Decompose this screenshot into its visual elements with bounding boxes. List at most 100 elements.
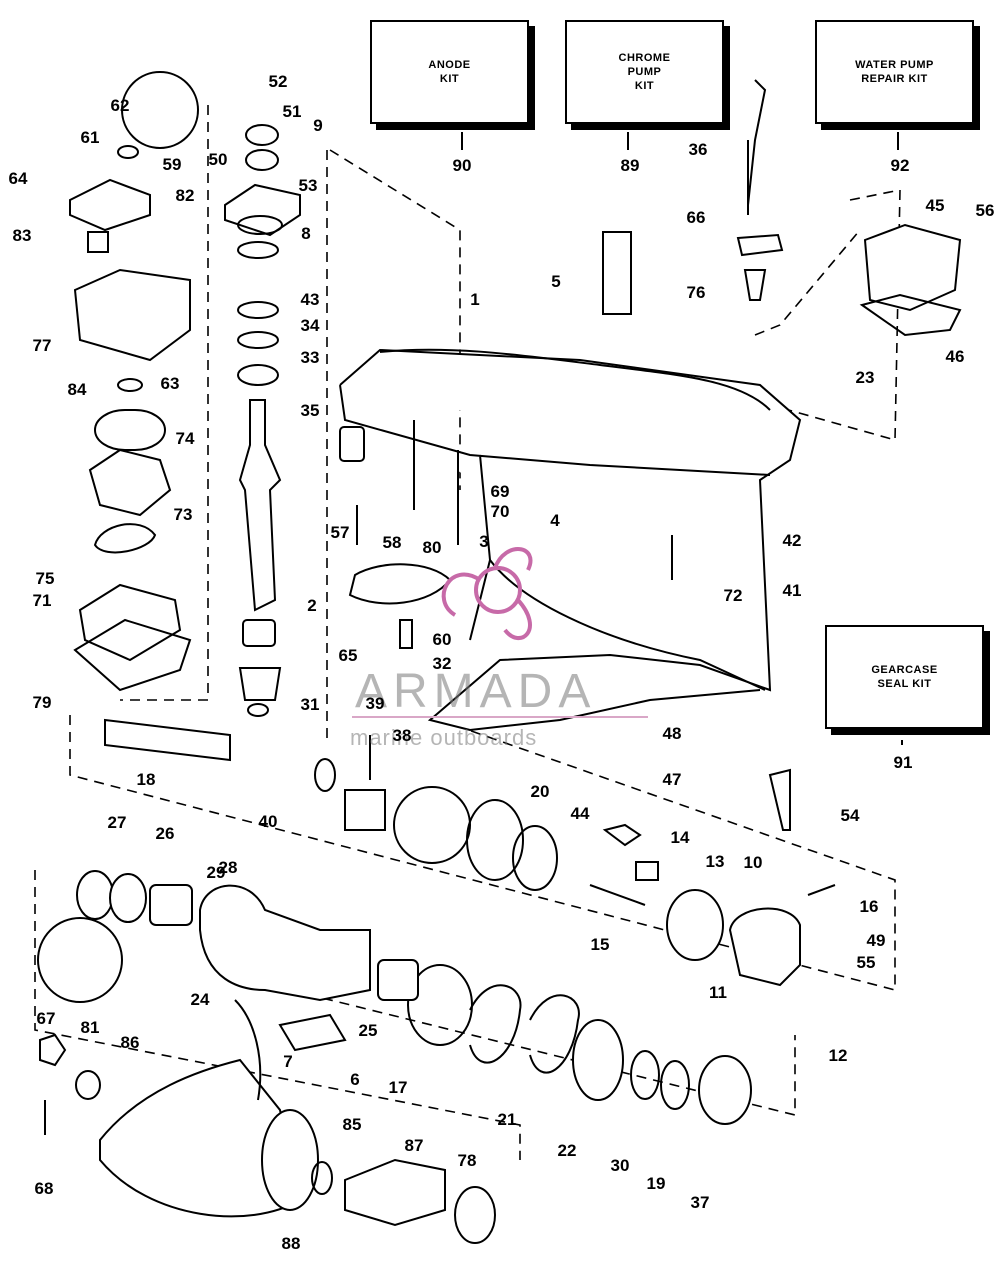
callout-number: 67: [36, 1009, 56, 1028]
driveshaft: [238, 399, 282, 612]
adapter-87: [344, 1158, 446, 1227]
callout-number: 47: [662, 770, 682, 789]
bearing-housing-24: [199, 884, 371, 1002]
callout-number: 30: [610, 1156, 630, 1175]
callout-number: 63: [160, 374, 180, 393]
pinion-32: [238, 667, 282, 701]
callout-number: 6: [350, 1070, 360, 1089]
bearing-25: [377, 959, 419, 1001]
callout-number: 10: [743, 853, 763, 872]
callout-number: 12: [828, 1046, 848, 1065]
clutch-dog-38: [344, 789, 386, 831]
callout-number: 81: [80, 1018, 100, 1037]
seal-27a: [76, 870, 114, 920]
callout-number: 21: [497, 1110, 517, 1129]
impeller-housing: [73, 268, 191, 362]
callout-number: 57: [330, 523, 350, 542]
propshaft-group-outline: [34, 870, 521, 1160]
callout-number: 87: [404, 1136, 424, 1155]
anode-kit-box: ANODE KIT: [370, 20, 529, 124]
callout-number: 19: [646, 1174, 666, 1193]
callout-number: 76: [686, 283, 706, 302]
callout-number: 24: [190, 990, 210, 1009]
callout-number: 3: [479, 532, 489, 551]
propshaft-18: [104, 718, 231, 762]
cradle-13: [635, 861, 659, 881]
callout-number: 70: [490, 502, 510, 521]
grommet-66: [736, 233, 784, 257]
callout-number: 22: [557, 1141, 577, 1160]
callout-number: 23: [855, 368, 875, 387]
washer-30: [630, 1050, 660, 1100]
impeller: [88, 448, 172, 517]
callout-number: 54: [840, 806, 860, 825]
callout-number: 85: [342, 1115, 362, 1134]
watermark-tagline: marine outboards: [350, 725, 538, 750]
callout-number: 2: [307, 596, 317, 615]
callout-number: 13: [705, 852, 725, 871]
gasket-79: [73, 618, 192, 692]
callout-number: 58: [382, 533, 402, 552]
anode-57: [339, 426, 365, 462]
callout-number: 62: [110, 96, 130, 115]
o-ring-8: [237, 215, 283, 235]
gearcase-deck: [379, 348, 771, 411]
callout-number: 49: [866, 931, 886, 950]
prop-blade: [234, 999, 262, 1101]
callout-number: 28: [218, 858, 238, 877]
shift-rod-54: [768, 768, 791, 831]
nut-67: [39, 1033, 67, 1067]
callout-number: 53: [298, 176, 318, 195]
shift-shaft-15: [589, 884, 646, 906]
callout-number: 71: [32, 591, 52, 610]
callout-number: 79: [32, 693, 52, 712]
callout-number: 39: [365, 694, 385, 713]
callout-number: 68: [34, 1179, 54, 1198]
washer-19: [660, 1060, 690, 1110]
washer-43b: [237, 301, 279, 319]
bearing-11: [666, 889, 724, 961]
callout-number: 88: [281, 1234, 301, 1253]
washer-78: [454, 1186, 496, 1244]
callout-number: 66: [686, 208, 706, 227]
callout-number: 41: [782, 581, 802, 600]
washer-43a: [237, 241, 279, 259]
spacer-88: [311, 1161, 333, 1195]
callout-number: 9: [313, 116, 323, 135]
washer-44: [512, 825, 558, 891]
kit-number-anode: 90: [452, 156, 472, 175]
callout-number: 61: [80, 128, 100, 147]
callout-number: 56: [975, 201, 995, 220]
callout-number: 34: [300, 316, 320, 335]
seal-84: [117, 378, 143, 392]
callout-number: 52: [268, 72, 288, 91]
callout-number: 80: [422, 538, 442, 557]
callout-number: 36: [688, 140, 708, 159]
impeller-cup: [94, 409, 166, 451]
watermark-underline: [352, 716, 648, 718]
callout-number: 55: [856, 953, 876, 972]
screw-65: [399, 619, 413, 649]
o-ring-73: [93, 523, 157, 554]
shift-rod-36: [747, 79, 767, 206]
callout-number: 69: [490, 482, 510, 501]
seal-27b: [109, 873, 147, 923]
callout-number: 48: [662, 724, 682, 743]
callout-number: 27: [107, 813, 127, 832]
callout-number: 42: [782, 531, 802, 550]
gasket-23: [859, 293, 962, 337]
callout-number: 33: [300, 348, 320, 367]
callout-number: 4: [550, 511, 560, 530]
callout-number: 38: [392, 726, 412, 745]
callout-number: 7: [283, 1052, 293, 1071]
detail-circle-top: [121, 71, 199, 149]
retainer-6: [278, 1013, 347, 1052]
callout-number: 43: [300, 290, 320, 309]
callout-number: 11: [709, 983, 727, 1002]
water-pump-repair-kit-box: WATER PUMP REPAIR KIT: [815, 20, 974, 124]
pin-16: [807, 884, 836, 896]
callout-number: 16: [859, 897, 879, 916]
callout-number: 86: [120, 1033, 140, 1052]
